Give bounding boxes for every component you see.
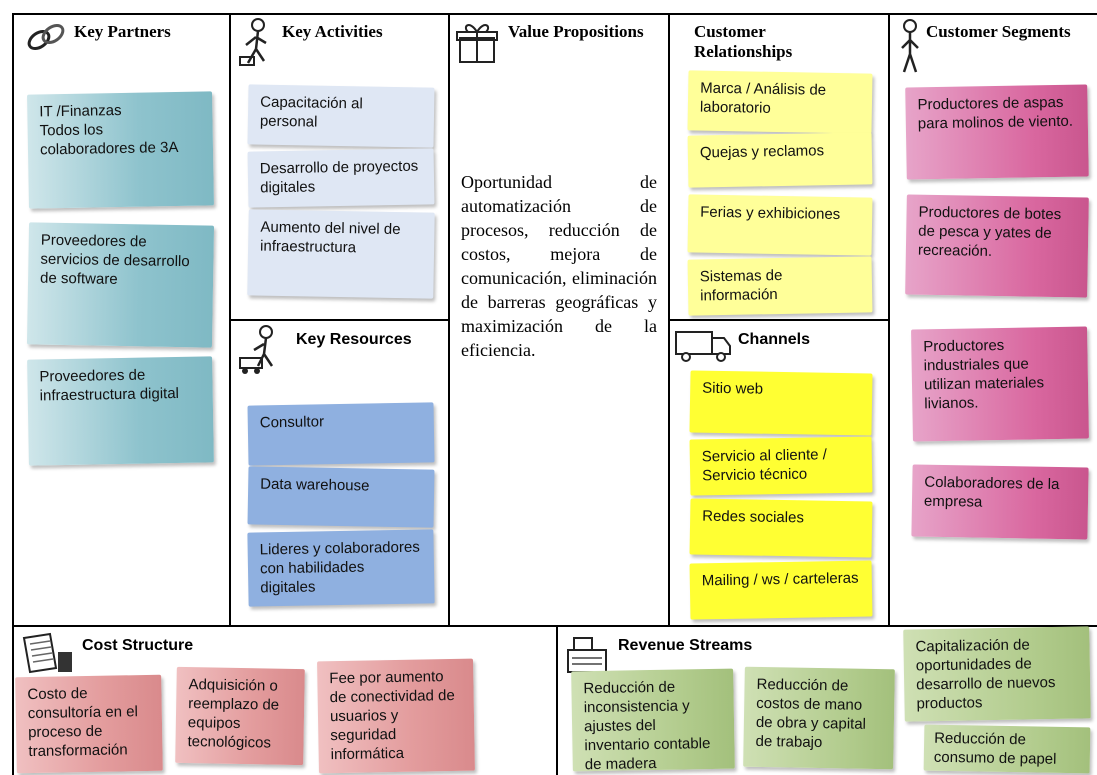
key-activities-note: Aumento del nivel de infraestructura bbox=[247, 209, 435, 299]
cost-structure-note: Costo de consultoría en el proceso de tr… bbox=[15, 674, 163, 774]
customer-segments-note: Productores de botes de pesca y yates de… bbox=[905, 194, 1089, 298]
customer-segments-note: Productores de aspas para molinos de vie… bbox=[905, 84, 1089, 180]
key-resources-note: Data warehouse bbox=[247, 466, 435, 528]
key-partners-note: IT /Finanzas Todos los colaboradores de … bbox=[27, 91, 214, 209]
value-propositions-section bbox=[448, 13, 670, 627]
customer-relationships-title: Customer Relationships bbox=[694, 22, 793, 61]
customer-segments-note: Colaboradores de la empresa bbox=[911, 464, 1089, 540]
revenue-streams-note: Capitalización de oportunidades de desar… bbox=[903, 626, 1091, 722]
key-partners-note: Proveedores de infraestructura digital bbox=[27, 356, 214, 466]
key-resources-note: Lideres y colaboradores con habilidades … bbox=[247, 529, 435, 607]
customer-relationships-note: Marca / Análisis de laboratorio bbox=[687, 70, 873, 134]
channels-note: Redes sociales bbox=[689, 498, 873, 558]
worker-icon bbox=[239, 18, 267, 66]
value-propositions-title: Value Propositions bbox=[508, 22, 644, 41]
key-activities-note: Desarrollo de proyectos digitales bbox=[247, 148, 435, 208]
channels-note: Mailing / ws / carteleras bbox=[689, 560, 873, 620]
key-resources-note: Consultor bbox=[247, 402, 435, 466]
price-tag-receipt-icon bbox=[22, 632, 72, 674]
gift-box-icon bbox=[456, 24, 498, 63]
customer-relationships-note: Sistemas de información bbox=[687, 256, 873, 316]
revenue-streams-title: Revenue Streams bbox=[618, 637, 753, 654]
value-propositions-text: Oportunidad de automatización de proceso… bbox=[461, 172, 657, 360]
channels-note: Servicio al cliente / Servicio técnico bbox=[689, 436, 873, 496]
customer-segments-title: Customer Segments bbox=[926, 22, 1071, 41]
cash-register-icon bbox=[567, 637, 607, 673]
revenue-streams-note: Reducción de consumo de papel bbox=[923, 724, 1091, 774]
customer-relationships-note: Quejas y reclamos bbox=[687, 132, 873, 188]
key-resources-title: Key Resources bbox=[296, 331, 412, 348]
channels-note: Sitio web bbox=[689, 370, 873, 436]
channels-title: Channels bbox=[738, 331, 811, 348]
revenue-streams-note: Reducción de inconsistencia y ajustes de… bbox=[571, 668, 735, 773]
key-activities-title: Key Activities bbox=[282, 22, 383, 41]
customer-relationships-note: Ferias y exhibiciones bbox=[687, 194, 873, 256]
cost-structure-note: Fee por aumento de conectividad de usuar… bbox=[317, 658, 475, 774]
delivery-truck-icon bbox=[675, 331, 731, 362]
key-activities-note: Capacitación al personal bbox=[247, 84, 435, 148]
revenue-streams-note: Reducción de costos de mano de obra y ca… bbox=[743, 666, 895, 770]
cost-structure-title: Cost Structure bbox=[82, 637, 194, 654]
chain-link-icon bbox=[27, 23, 65, 51]
key-partners-title: Key Partners bbox=[74, 22, 171, 41]
key-partners-note: Proveedores de servicios de desarrollo d… bbox=[26, 222, 215, 348]
person-icon bbox=[901, 19, 919, 73]
worker-with-cart-icon bbox=[239, 325, 274, 374]
cost-structure-note: Adquisición o reemplazo de equipos tecno… bbox=[175, 666, 305, 766]
customer-segments-note: Productores industriales que utilizan ma… bbox=[911, 326, 1089, 442]
